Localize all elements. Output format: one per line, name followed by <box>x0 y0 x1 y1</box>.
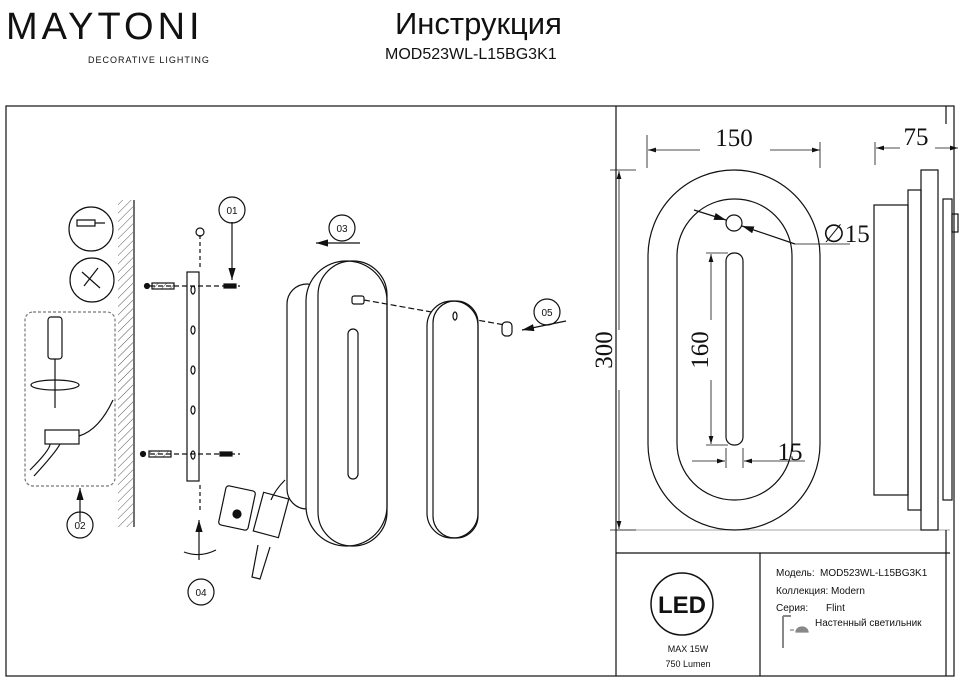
dim-height: 300 <box>591 331 618 369</box>
front-view-outer <box>647 169 821 531</box>
dim-hole: ∅15 <box>823 221 870 248</box>
model-heading: MOD523WL-L15BG3K1 <box>385 46 557 63</box>
spec-model-value: MOD523WL-L15BG3K1 <box>820 568 928 579</box>
spec-model-label: Модель: <box>776 568 815 579</box>
step-01-label: 01 <box>226 206 238 217</box>
side-view <box>873 204 909 496</box>
brand-tagline: DECORATIVE LIGHTING <box>88 55 210 65</box>
spec-collection-value: Modern <box>831 586 865 597</box>
dim-slot-width: 15 <box>778 439 803 466</box>
no-voltage-icon <box>69 257 115 303</box>
wiring-detail <box>24 311 116 487</box>
spec-series-value: Flint <box>826 603 845 614</box>
spec-series-label: Серия: <box>776 603 809 614</box>
led-badge-label: LED <box>658 592 706 619</box>
dim-width: 150 <box>715 125 753 152</box>
brand-logo: MAYTONI <box>6 6 204 48</box>
wall <box>118 200 133 527</box>
lumen-output: 750 Lumen <box>665 659 711 669</box>
dim-depth: 75 <box>904 124 929 151</box>
step-04-label: 04 <box>195 588 207 599</box>
page-title: Инструкция <box>395 6 562 41</box>
spec-collection-label: Коллекция: <box>776 586 829 597</box>
wall-lamp-icon <box>782 615 791 648</box>
step-05-label: 05 <box>541 308 553 319</box>
dim-slot-length: 160 <box>687 331 714 369</box>
spec-type-value: Настенный светильник <box>815 618 922 629</box>
cap-part <box>501 321 513 337</box>
led-badge <box>650 572 714 636</box>
step-02-label: 02 <box>74 521 86 532</box>
max-power: MAX 15W <box>667 644 709 654</box>
sheet-frame <box>5 105 955 677</box>
unplug-icon <box>68 206 114 252</box>
step-03-label: 03 <box>336 224 348 235</box>
